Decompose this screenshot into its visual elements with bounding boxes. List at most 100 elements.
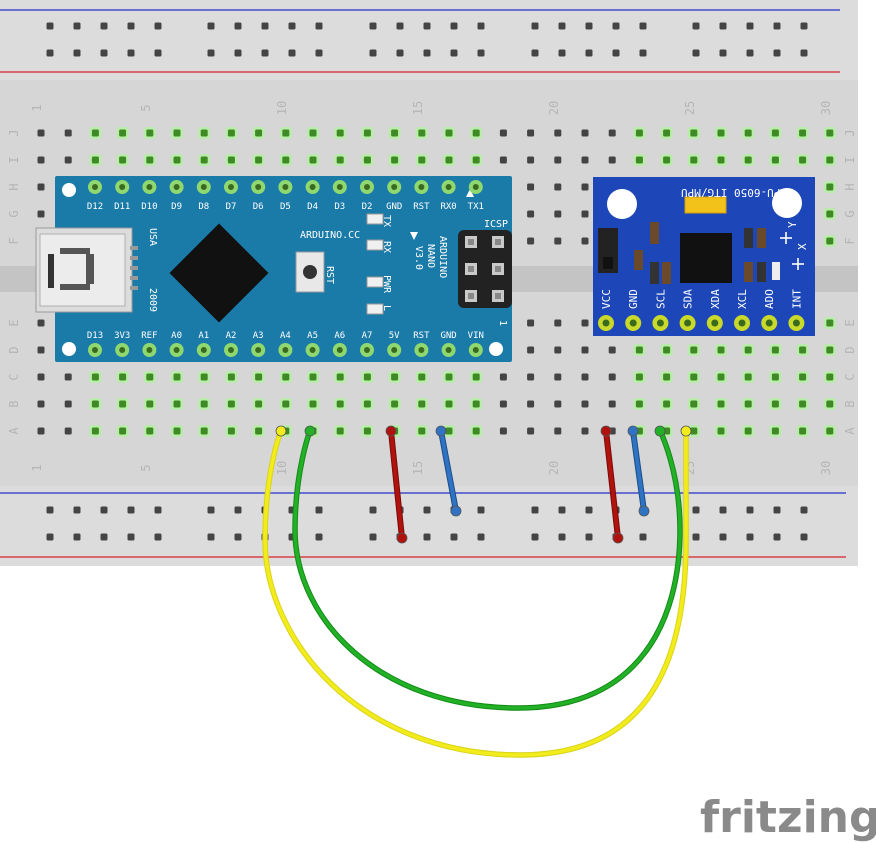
breadboard-hole: [391, 373, 399, 381]
rail-hole: [46, 22, 54, 30]
breadboard-hole: [309, 400, 317, 408]
breadboard-hole: [527, 156, 535, 164]
rst-label: RST: [324, 266, 335, 284]
rail-hole: [558, 506, 566, 514]
breadboard-hole: [527, 346, 535, 354]
rail-hole: [288, 22, 296, 30]
rail-hole: [261, 22, 269, 30]
wire-end: [612, 532, 624, 544]
rail-hole: [585, 49, 593, 57]
breadboard-hole: [499, 129, 507, 137]
breadboard-hole: [717, 373, 725, 381]
rail-hole: [234, 533, 242, 541]
rail-hole: [207, 49, 215, 57]
breadboard-hole: [581, 373, 589, 381]
rail-hole: [800, 49, 808, 57]
row-letter-label: G: [7, 210, 21, 217]
breadboard-hole: [200, 156, 208, 164]
breadboard-hole: [554, 373, 562, 381]
breadboard-hole: [227, 156, 235, 164]
rail-hole: [612, 22, 620, 30]
breadboard-hole: [146, 427, 154, 435]
breadboard-hole: [771, 346, 779, 354]
rail-hole: [746, 49, 754, 57]
mpu-pin-hole: [602, 319, 610, 327]
led-rx: [366, 239, 384, 251]
model-line-1: ARDUINO: [437, 236, 448, 278]
breadboard-hole: [527, 210, 535, 218]
rail-hole: [100, 22, 108, 30]
breadboard-hole: [608, 400, 616, 408]
arduino-pin-label: A1: [198, 331, 209, 341]
led-l: [366, 303, 384, 315]
breadboard-hole: [744, 129, 752, 137]
mount-hole: [772, 188, 802, 218]
column-number-label: 10: [275, 101, 289, 115]
breadboard-hole: [826, 210, 834, 218]
rail-hole: [773, 49, 781, 57]
breadboard-hole: [309, 129, 317, 137]
breadboard-hole: [146, 373, 154, 381]
breadboard-hole: [173, 427, 181, 435]
rail-hole: [207, 22, 215, 30]
icsp-pin-center: [495, 293, 501, 299]
row-letter-label: J: [843, 129, 857, 136]
arduino-pin-label: D8: [198, 202, 209, 212]
breadboard-hole: [799, 373, 807, 381]
breadboard-hole: [554, 400, 562, 408]
breadboard-hole: [363, 427, 371, 435]
reset-button-cap[interactable]: [303, 265, 317, 279]
arduino-pin-hole: [255, 347, 262, 353]
breadboard-hole: [37, 346, 45, 354]
rail-hole: [100, 49, 108, 57]
rail-hole: [773, 533, 781, 541]
arduino-pin-label: D2: [362, 202, 373, 212]
breadboard-hole: [799, 400, 807, 408]
column-number-label: 30: [819, 101, 833, 115]
breadboard-hole: [717, 346, 725, 354]
arduino-pin-hole: [255, 184, 262, 190]
rail-hole: [531, 506, 539, 514]
breadboard-hole: [690, 427, 698, 435]
breadboard-hole: [37, 129, 45, 137]
wire-end: [600, 425, 612, 437]
breadboard-hole: [608, 129, 616, 137]
arduino-pin-hole: [228, 347, 234, 353]
row-letter-label: E: [843, 319, 857, 326]
breadboard-hole: [91, 400, 99, 408]
column-number-label: 15: [411, 101, 425, 115]
rail-hole: [719, 533, 727, 541]
column-number-label: 5: [139, 104, 153, 111]
breadboard-hole: [37, 319, 45, 327]
breadboard-hole: [146, 156, 154, 164]
breadboard-hole: [554, 237, 562, 245]
arduino-pin-hole: [309, 184, 316, 190]
breadboard-hole: [309, 156, 317, 164]
breadboard-hole: [227, 129, 235, 137]
led-pwr: [366, 276, 384, 288]
breadboard-hole: [173, 129, 181, 137]
rail-hole: [127, 533, 135, 541]
rail-hole: [234, 22, 242, 30]
rail-hole: [719, 22, 727, 30]
smd-led: [772, 262, 780, 280]
arduino-pin-label: A0: [171, 331, 182, 341]
rail-hole: [46, 533, 54, 541]
rail-hole: [154, 49, 162, 57]
breadboard-hole: [527, 427, 535, 435]
rail-hole: [288, 49, 296, 57]
breadboard-hole: [282, 156, 290, 164]
breadboard-hole: [255, 427, 263, 435]
yellow-wire-core: [263, 430, 688, 757]
rail-hole: [477, 533, 485, 541]
arduino-pin-label: D4: [307, 202, 318, 212]
column-number-label: 10: [275, 461, 289, 475]
rail-hole: [558, 49, 566, 57]
breadboard-hole: [608, 346, 616, 354]
breadboard-hole: [418, 156, 426, 164]
rail-hole: [639, 49, 647, 57]
breadboard-hole: [581, 183, 589, 191]
rail-hole: [396, 49, 404, 57]
mpu-pin-label: GND: [627, 289, 640, 309]
mpu-pin-hole: [684, 319, 692, 327]
